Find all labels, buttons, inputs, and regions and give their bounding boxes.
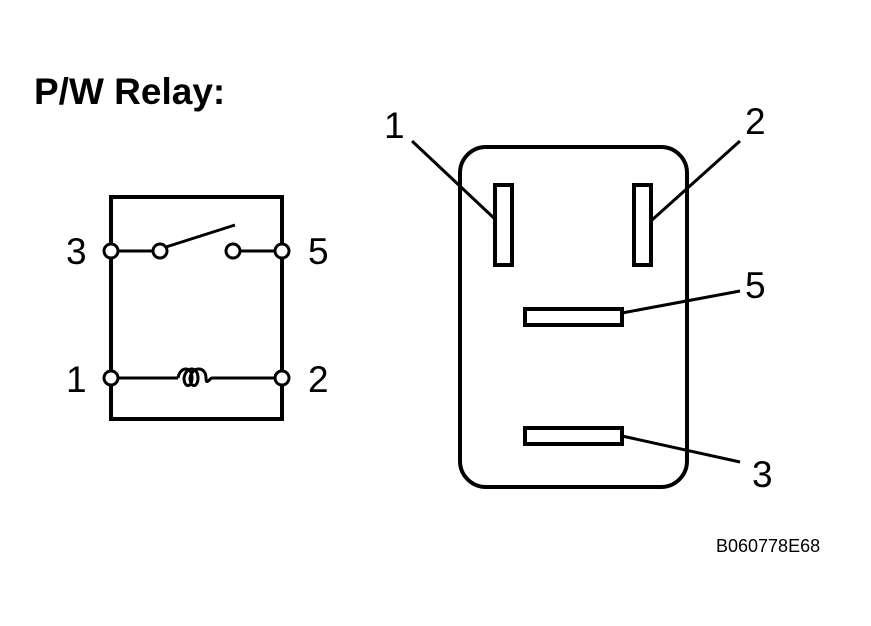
relay-schematic: 3 5 1 2	[66, 195, 329, 421]
connector-pin-1	[493, 183, 514, 267]
terminal-1	[102, 369, 120, 387]
switch-blade	[165, 223, 236, 249]
connector-pin-label-1: 1	[384, 105, 405, 146]
leader-line-5	[621, 289, 741, 315]
leader-line-3	[621, 434, 741, 464]
connector-pin-3	[523, 426, 624, 446]
switch-contact-open	[224, 242, 242, 260]
schematic-pin-label-2: 2	[308, 359, 329, 400]
connector-pin-label-3: 3	[752, 454, 773, 495]
leader-line-2	[650, 139, 742, 222]
connector-body	[458, 145, 689, 489]
terminal-2	[273, 369, 291, 387]
switch-contact-common	[151, 242, 169, 260]
schematic-outline	[109, 195, 284, 421]
figure-code: B060778E68	[716, 536, 820, 556]
connector-pin-label-2: 2	[745, 101, 766, 142]
terminal-3	[102, 242, 120, 260]
connector-pin-label-5: 5	[745, 265, 766, 306]
diagram-title: P/W Relay:	[34, 71, 225, 112]
connector-pin-5	[523, 307, 624, 327]
schematic-pin-label-1: 1	[66, 359, 87, 400]
terminal-5	[273, 242, 291, 260]
relay-connector-face: 1 2 5 3	[384, 101, 773, 495]
leader-line-1	[410, 139, 498, 222]
coil-symbol	[176, 367, 213, 387]
schematic-pin-label-5: 5	[308, 231, 329, 272]
schematic-pin-label-3: 3	[66, 231, 87, 272]
connector-pin-2	[632, 183, 653, 267]
